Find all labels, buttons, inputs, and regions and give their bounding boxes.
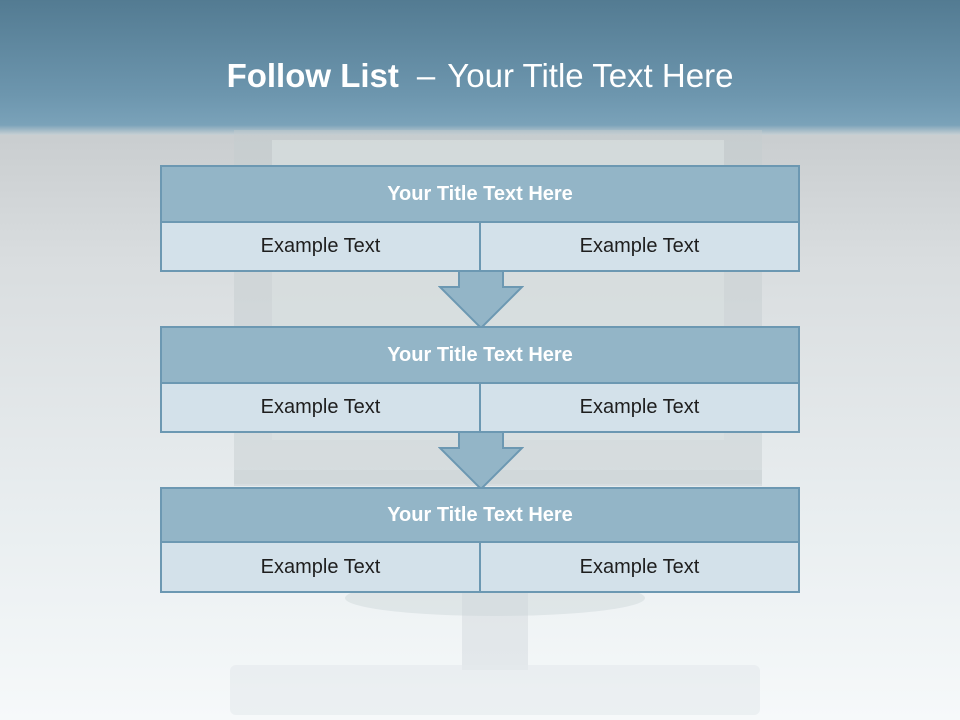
- step-title: Your Title Text Here: [160, 487, 800, 544]
- step-cell-left: Example Text: [160, 382, 481, 433]
- title-main: Follow List: [226, 57, 399, 94]
- step-cell-right: Example Text: [479, 541, 800, 593]
- title-separator: –: [416, 57, 436, 94]
- step-cell-right: Example Text: [479, 382, 800, 433]
- step-title: Your Title Text Here: [160, 165, 800, 223]
- step-cell-left: Example Text: [160, 541, 481, 593]
- title-sub: Your Title Text Here: [447, 57, 734, 94]
- step-box-1: Your Title Text Here Example Text Exampl…: [160, 165, 800, 272]
- step-box-3: Your Title Text Here Example Text Exampl…: [160, 487, 800, 593]
- header-band: [0, 0, 960, 135]
- step-cell-right: Example Text: [479, 221, 800, 272]
- down-arrow-icon: [438, 270, 524, 330]
- page-title: Follow List–Your Title Text Here: [0, 55, 960, 97]
- step-cell-left: Example Text: [160, 221, 481, 272]
- step-title: Your Title Text Here: [160, 326, 800, 384]
- down-arrow-icon: [438, 431, 524, 491]
- step-box-2: Your Title Text Here Example Text Exampl…: [160, 326, 800, 433]
